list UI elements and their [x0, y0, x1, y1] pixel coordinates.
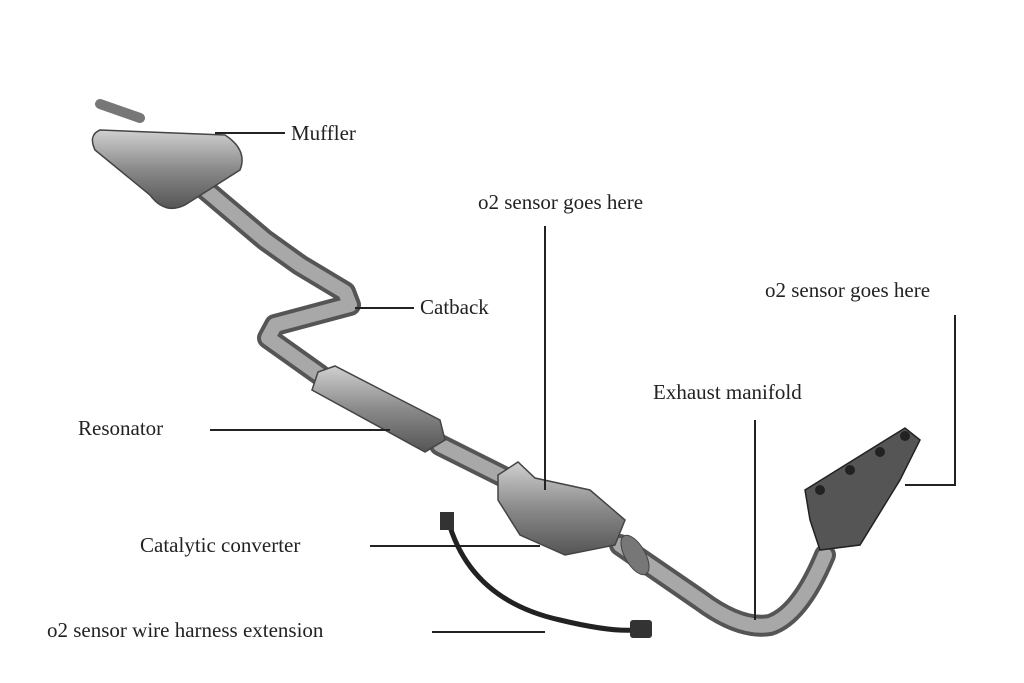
label-o2-sensor-2: o2 sensor goes here	[765, 278, 931, 302]
o2-wire-harness-part	[440, 512, 652, 638]
resonator-part	[311, 365, 446, 453]
catalytic-converter-part	[497, 461, 650, 576]
label-muffler: Muffler	[291, 121, 356, 145]
exhaust-manifold-part	[804, 427, 921, 551]
muffler-part	[91, 99, 243, 210]
label-wire-harness: o2 sensor wire harness extension	[47, 618, 324, 642]
label-o2-sensor-1: o2 sensor goes here	[478, 190, 644, 214]
label-catback: Catback	[420, 295, 489, 319]
exhaust-pipe	[189, 174, 836, 637]
label-resonator: Resonator	[78, 416, 164, 440]
leader-lines	[210, 132, 956, 633]
label-exhaust-manifold: Exhaust manifold	[653, 380, 802, 404]
label-catalytic-converter: Catalytic converter	[140, 533, 301, 557]
